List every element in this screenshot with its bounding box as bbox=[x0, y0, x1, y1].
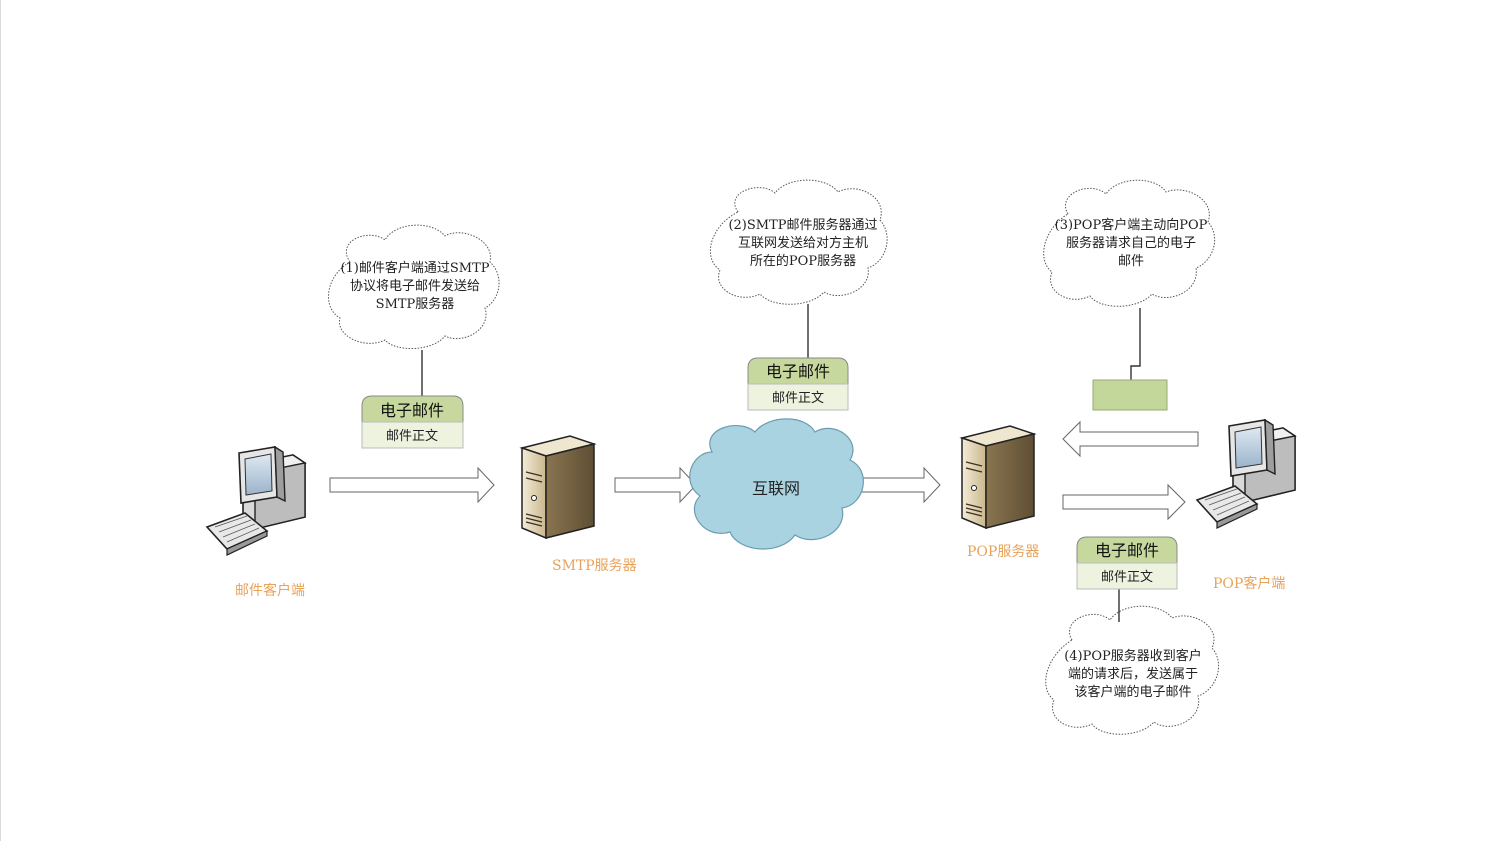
connector-step3 bbox=[1130, 308, 1141, 380]
mail-box-1: 电子邮件 邮件正文 bbox=[361, 395, 464, 449]
pop-client-computer-icon bbox=[1196, 419, 1296, 529]
note-step4-line2: 端的请求后，发送属于 bbox=[1067, 667, 1198, 682]
note-step1-line1: (1)邮件客户端通过SMTP bbox=[340, 261, 490, 276]
note-step2: (2)SMTP邮件服务器通过 互联网发送给对方主机 所在的POP服务器 bbox=[718, 217, 888, 271]
mail-box-1-body: 邮件正文 bbox=[386, 429, 438, 444]
note-step4-line1: (4)POP服务器收到客户 bbox=[1064, 649, 1202, 664]
pop-client-label: POP客户端 bbox=[1213, 576, 1286, 592]
request-box bbox=[1092, 379, 1168, 411]
smtp-server-label: SMTP服务器 bbox=[552, 558, 637, 574]
note-step3-line1: (3)POP客户端主动向POP bbox=[1054, 218, 1208, 233]
pop-server-label: POP服务器 bbox=[967, 544, 1040, 560]
internet-label: 互联网 bbox=[752, 479, 801, 498]
mail-box-2: 电子邮件 邮件正文 bbox=[747, 357, 849, 411]
note-cloud-step1 bbox=[328, 224, 500, 350]
arrow-smtp-to-internet bbox=[614, 466, 697, 504]
mail-box-2-title: 电子邮件 bbox=[766, 362, 830, 381]
note-step3-line2: 服务器请求自己的电子 bbox=[1065, 236, 1196, 251]
internet-cloud-shape bbox=[689, 418, 864, 550]
note-step2-line1: (2)SMTP邮件服务器通过 bbox=[728, 218, 878, 233]
arrow-internet-to-pop bbox=[857, 466, 941, 504]
note-step1-line3: SMTP服务器 bbox=[375, 297, 455, 312]
flow-arrows bbox=[329, 420, 1199, 521]
note-step2-line3: 所在的POP服务器 bbox=[749, 254, 857, 269]
pop-server-icon bbox=[961, 425, 1035, 529]
note-step3: (3)POP客户端主动向POP 服务器请求自己的电子 邮件 bbox=[1050, 217, 1212, 271]
mail-box-3: 电子邮件 邮件正文 bbox=[1076, 536, 1178, 590]
note-step2-line2: 互联网发送给对方主机 bbox=[737, 236, 868, 251]
connector-lines bbox=[421, 304, 1141, 622]
smtp-server-icon bbox=[521, 435, 595, 539]
mail-box-1-title: 电子邮件 bbox=[380, 401, 444, 420]
note-step4-line3: 该客户端的电子邮件 bbox=[1074, 685, 1192, 700]
page-left-border bbox=[0, 0, 1, 841]
arrow-client-to-smtp bbox=[329, 466, 495, 504]
note-step1: (1)邮件客户端通过SMTP 协议将电子邮件发送给 SMTP服务器 bbox=[330, 260, 500, 314]
note-step1-line2: 协议将电子邮件发送给 bbox=[349, 279, 480, 294]
note-cloud-step3 bbox=[1043, 179, 1216, 307]
note-step4: (4)POP服务器收到客户 端的请求后，发送属于 该客户端的电子邮件 bbox=[1052, 648, 1214, 702]
arrow-client-request-to-pop bbox=[1062, 420, 1199, 458]
note-step3-line3: 邮件 bbox=[1117, 254, 1144, 269]
note-cloud-step4 bbox=[1045, 605, 1220, 735]
arrow-pop-to-client bbox=[1062, 483, 1186, 521]
note-cloud-step2 bbox=[709, 179, 888, 305]
mail-box-3-body: 邮件正文 bbox=[1101, 570, 1153, 585]
mail-box-3-title: 电子邮件 bbox=[1095, 541, 1159, 560]
mail-box-2-body: 邮件正文 bbox=[772, 391, 824, 406]
mail-client-label: 邮件客户端 bbox=[235, 583, 305, 599]
mail-client-computer-icon bbox=[206, 446, 306, 556]
